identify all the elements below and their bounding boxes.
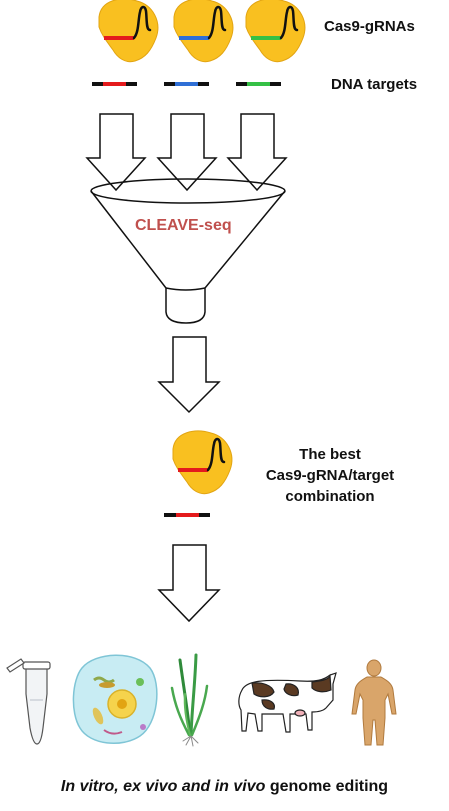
cas9-grna-green xyxy=(245,0,306,63)
cas9-grnas-label: Cas9-gRNAs xyxy=(324,18,415,35)
tube-icon xyxy=(6,658,51,745)
cell-icon xyxy=(72,654,158,744)
cas9-grna-blue xyxy=(173,0,234,63)
down-arrow-after-funnel xyxy=(157,336,221,414)
cas9-grna-best xyxy=(172,430,233,495)
best-combination-line-3: combination xyxy=(285,488,375,505)
plant-icon xyxy=(170,653,209,747)
genome-editing-caption-italic: In vitro, ex vivo and in vivo xyxy=(60,778,266,795)
human-icon xyxy=(351,659,397,746)
down-arrow-middle xyxy=(156,113,218,192)
down-arrow-left xyxy=(85,113,147,192)
best-combination-label: The best Cas9-gRNA/target combination xyxy=(255,444,405,507)
cas9-grna-red xyxy=(98,0,159,63)
dna-targets-label: DNA targets xyxy=(331,76,418,93)
cleave-seq-label: CLEAVE-seq xyxy=(135,217,232,234)
down-arrow-final xyxy=(157,544,221,623)
down-arrow-right xyxy=(226,113,288,192)
funnel xyxy=(90,178,286,324)
genome-editing-caption: In vitro, ex vivo and in vivo genome edi… xyxy=(0,776,449,797)
best-combination-line-1: The best xyxy=(299,446,361,463)
cow-icon xyxy=(238,672,337,733)
genome-editing-caption-plain: genome editing xyxy=(265,778,389,795)
best-combination-line-2: Cas9-gRNA/target xyxy=(265,467,395,484)
